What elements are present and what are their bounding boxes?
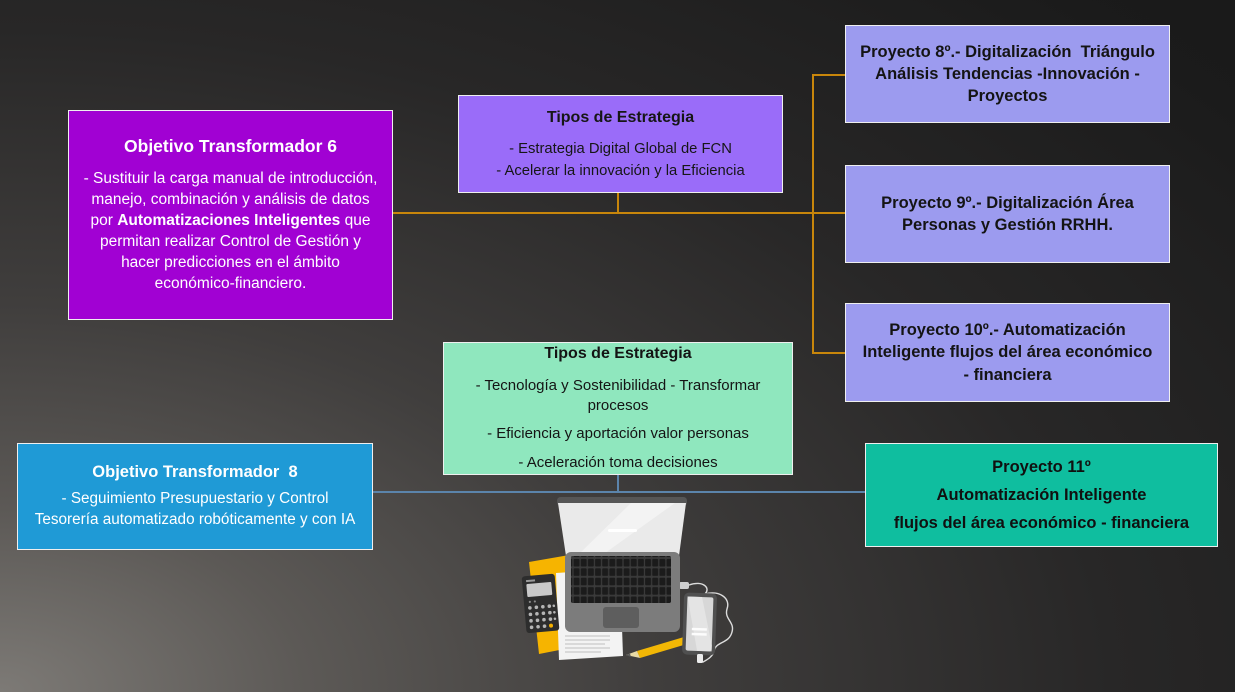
tipos-estrategia-tecnologia-box: Tipos de Estrategia - Tecnología y Soste… <box>443 342 793 475</box>
proyecto-8-box: Proyecto 8º.- Digitalización Triángulo A… <box>845 25 1170 123</box>
proyecto-8-title: Proyecto 8º.- Digitalización Triángulo A… <box>860 42 1159 106</box>
pencil-shape <box>626 637 687 658</box>
objetivo-6-title: Objetivo Transformador 6 <box>124 135 337 156</box>
connector-right-spine <box>812 74 814 354</box>
connector-objetivo6-trunk <box>393 212 846 214</box>
connector-estrategia-top-drop <box>617 193 619 214</box>
proyecto-10-title: Proyecto 10º.- Automatización Inteligent… <box>862 321 1157 384</box>
objetivo-transformador-6-box: Objetivo Transformador 6 - Sustituir la … <box>68 110 393 320</box>
proyecto-9-title: Proyecto 9º.- Digitalización Área Person… <box>881 193 1139 234</box>
proyecto-11-title: Proyecto 11º <box>992 457 1091 476</box>
connector-objetivo8-proyecto11 <box>372 491 866 493</box>
estrategia-digital-item: - Estrategia Digital Global de FCN <box>509 141 732 157</box>
estrategia-tecnologia-item: - Eficiencia y aportación valor personas <box>487 425 749 442</box>
objetivo-6-body: - Sustituir la carga manual de introducc… <box>81 168 380 294</box>
proyecto-10-box: Proyecto 10º.- Automatización Inteligent… <box>845 303 1170 402</box>
connector-proyecto10-branch <box>812 352 846 354</box>
objetivo-6-body-pre: - Sustituir la carga manual de introducc… <box>83 169 378 229</box>
tipos-estrategia-tecnologia-title: Tipos de Estrategia <box>544 345 692 362</box>
objetivo-8-body: - Seguimiento Presupuestario y Control T… <box>34 490 356 528</box>
connector-proyecto8-branch <box>812 74 846 76</box>
objetivo-6-body-post: que permitan realizar Control de Gestión… <box>99 211 371 293</box>
calculator-shape <box>521 573 560 634</box>
phone-shape <box>682 582 734 663</box>
laptop-workspace-illustration <box>521 497 734 663</box>
estrategia-digital-item: - Acelerar la innovación y la Eficiencia <box>496 163 745 179</box>
objetivo-transformador-8-box: Objetivo Transformador 8 - Seguimiento P… <box>17 443 373 550</box>
proyecto-9-box: Proyecto 9º.- Digitalización Área Person… <box>845 165 1170 263</box>
proyecto-11-line: Automatización Inteligente <box>936 485 1147 504</box>
tipos-estrategia-digital-title: Tipos de Estrategia <box>546 109 695 126</box>
objetivo-6-body-bold: Automatizaciones Inteligentes <box>117 211 341 229</box>
laptop-body <box>565 552 689 632</box>
laptop-screen <box>557 497 687 556</box>
estrategia-tecnologia-item: - Tecnología y Sostenibilidad - Transfor… <box>475 377 761 414</box>
proyecto-11-box: Proyecto 11º Automatización Inteligente … <box>865 443 1218 547</box>
estrategia-tecnologia-item: - Aceleración toma decisiones <box>518 453 718 471</box>
objetivo-8-title: Objetivo Transformador 8 <box>92 463 298 482</box>
connector-estrategia-mid-drop <box>617 475 619 493</box>
tipos-estrategia-digital-box: Tipos de Estrategia - Estrategia Digital… <box>458 95 783 193</box>
proyecto-11-line: flujos del área económico - financiera <box>893 513 1190 532</box>
